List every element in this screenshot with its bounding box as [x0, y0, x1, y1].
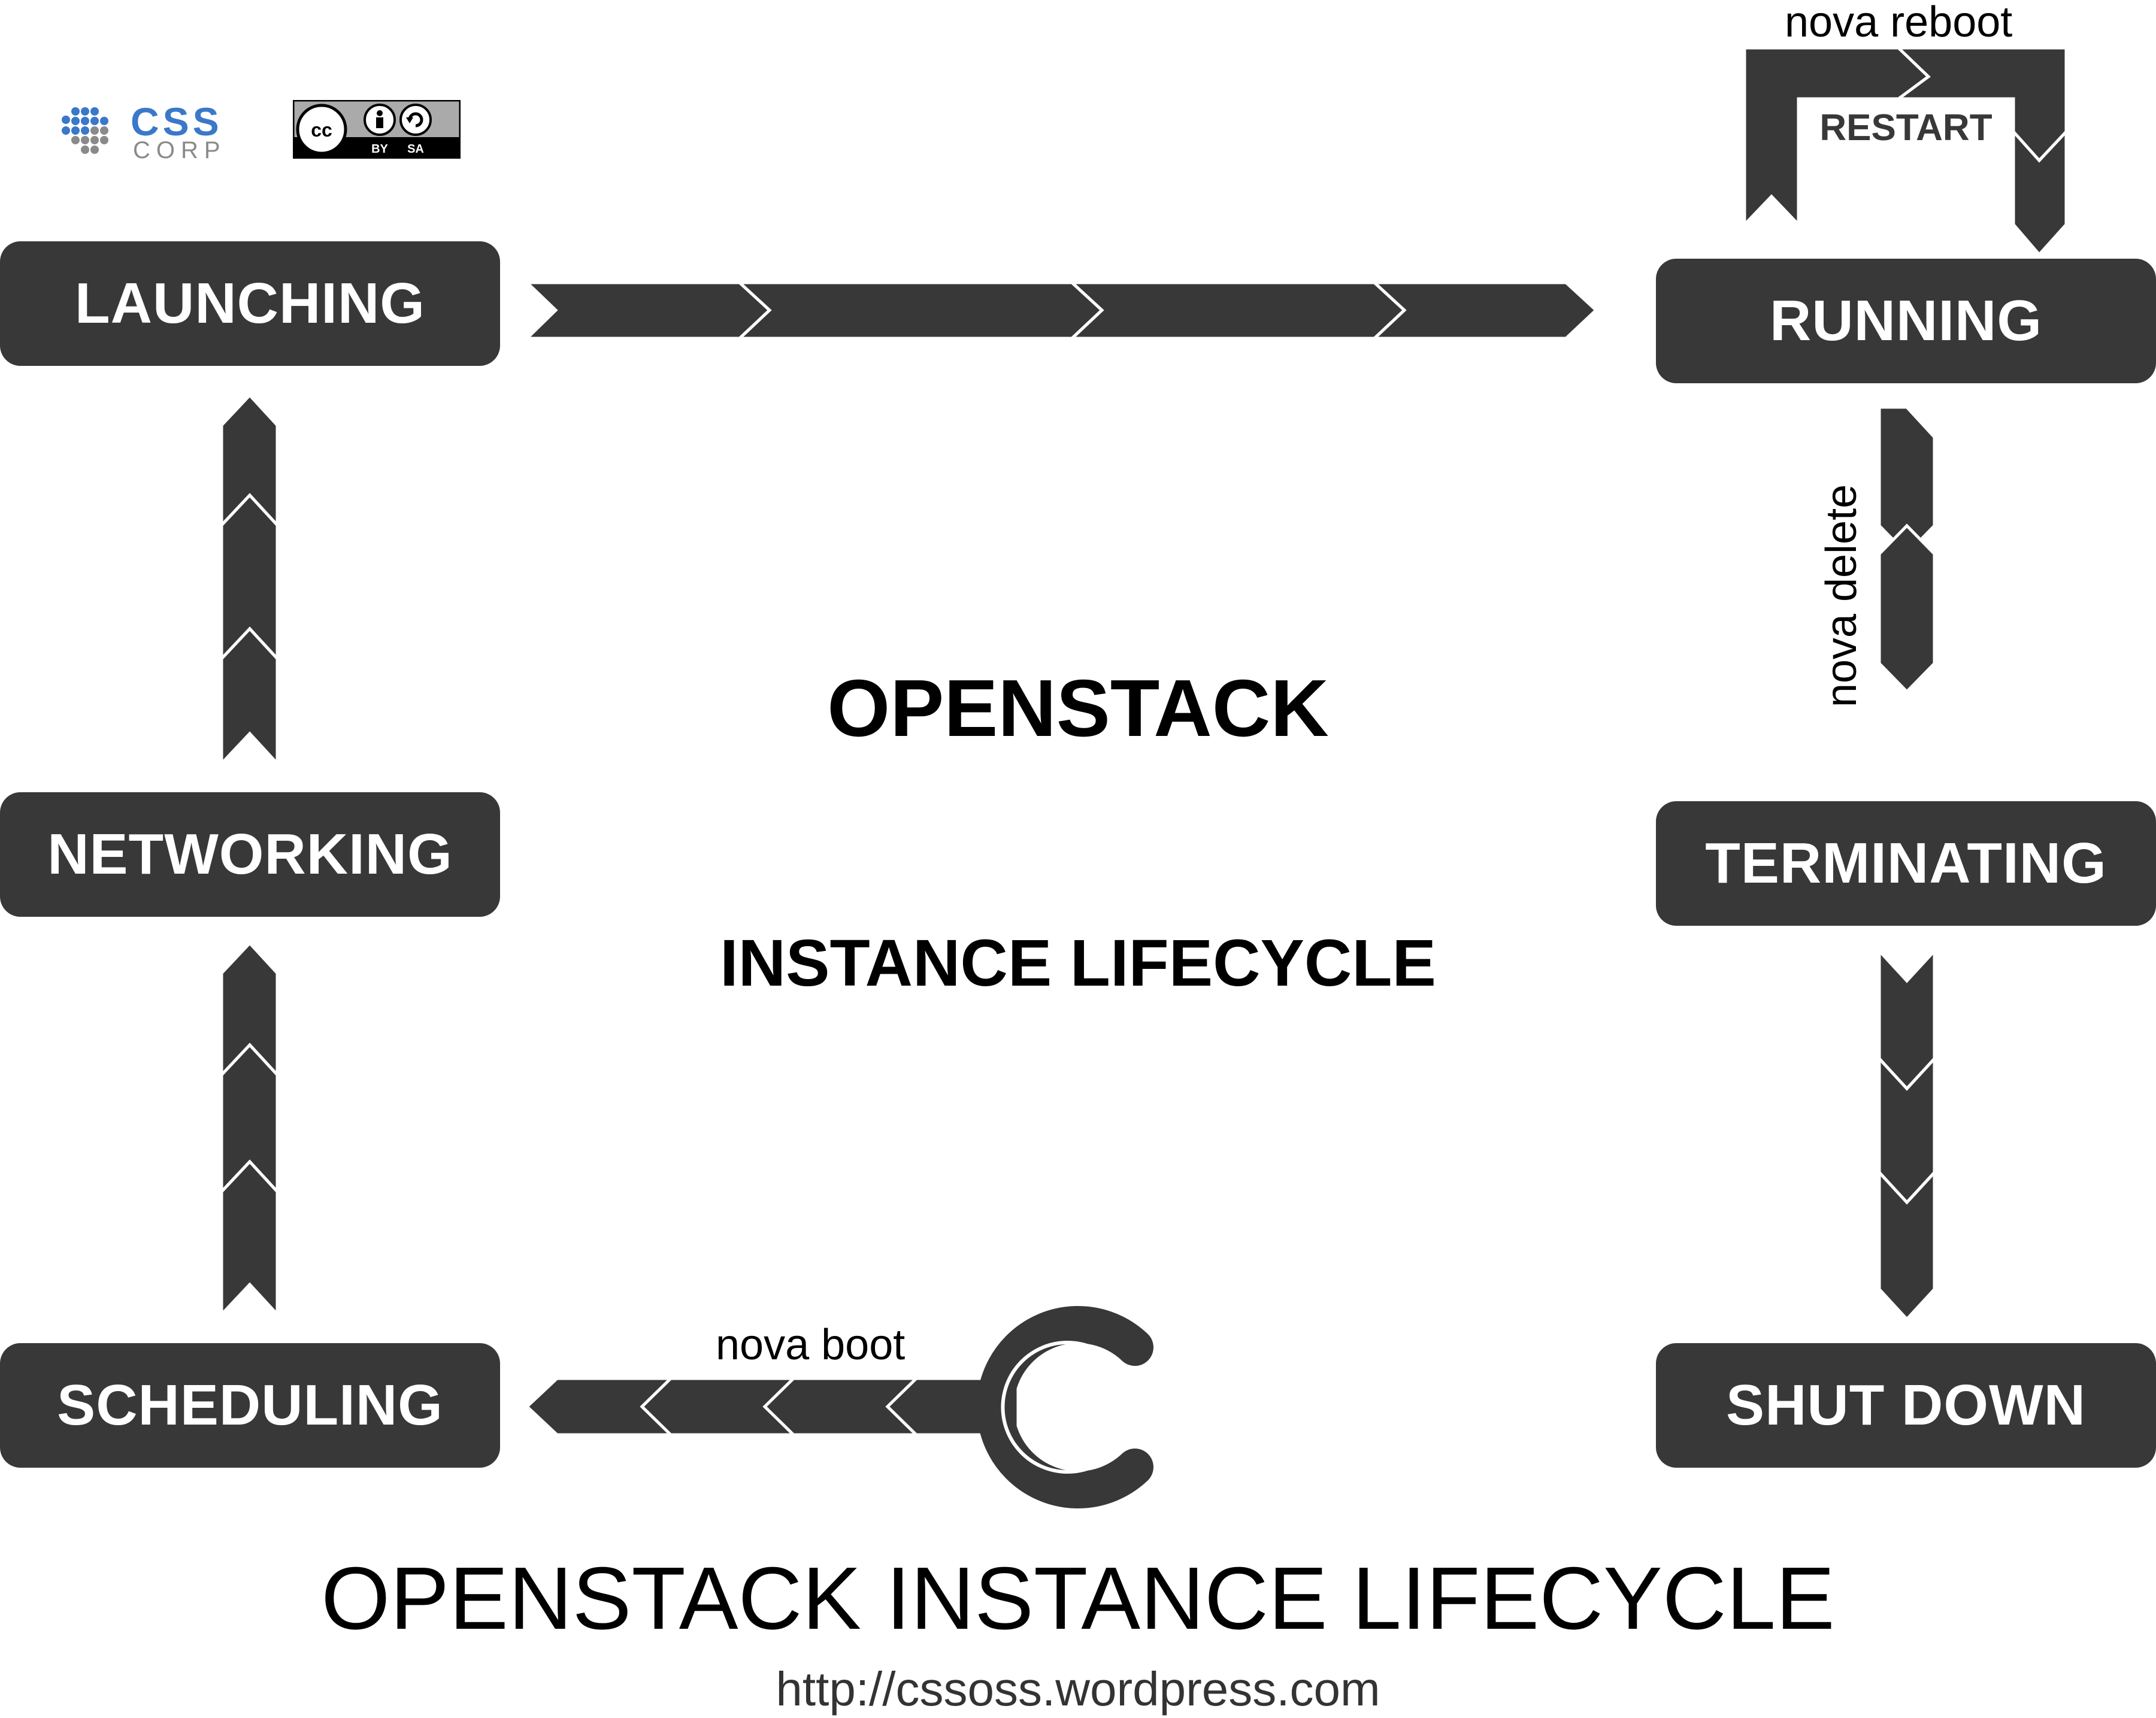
license-badge: cc BY SA	[292, 99, 461, 159]
arrow-networking-to-launching	[220, 393, 279, 768]
state-launching: LAUNCHING	[0, 241, 500, 366]
state-running: RUNNING	[1656, 259, 2156, 383]
diagram-title: OPENSTACK	[827, 663, 1329, 753]
state-networking: NETWORKING	[0, 792, 500, 917]
power-symbol-icon	[976, 1306, 1153, 1508]
cc-by-label: BY	[371, 143, 388, 156]
cc-sa-label: SA	[407, 143, 424, 156]
cc-symbol: cc	[311, 119, 332, 141]
arrow-terminating-to-shutdown	[1878, 947, 1936, 1322]
command-boot-label: nova boot	[716, 1321, 906, 1369]
arrow-running-to-terminating	[1878, 405, 1936, 694]
command-reboot-label: nova reboot	[1785, 0, 2013, 46]
state-shut-down: SHUT DOWN	[1656, 1343, 2156, 1468]
arrow-scheduling-to-networking	[220, 941, 279, 1319]
arrow-restart-loop	[1743, 46, 2068, 257]
footer-title: OPENSTACK INSTANCE LIFECYCLE	[321, 1549, 1835, 1648]
arrow-launching-to-running	[523, 281, 1598, 340]
command-delete-label: nova delete	[1818, 484, 1866, 708]
company-logo-top: CSS	[131, 103, 223, 144]
company-logo-bottom: CORP	[133, 137, 226, 163]
arrow-boot-to-scheduling	[525, 1377, 1020, 1437]
company-logo-icon: CSS CORP	[62, 99, 226, 163]
restart-label: RESTART	[1819, 107, 1993, 149]
footer-url: http://cssoss.wordpress.com	[776, 1662, 1380, 1716]
company-logo: CSS CORP	[60, 99, 275, 163]
cc-license-icon: cc BY SA	[292, 99, 461, 159]
state-terminating: TERMINATING	[1656, 801, 2156, 926]
diagram-subtitle: INSTANCE LIFECYCLE	[720, 926, 1436, 1000]
state-scheduling: SCHEDULING	[0, 1343, 500, 1468]
